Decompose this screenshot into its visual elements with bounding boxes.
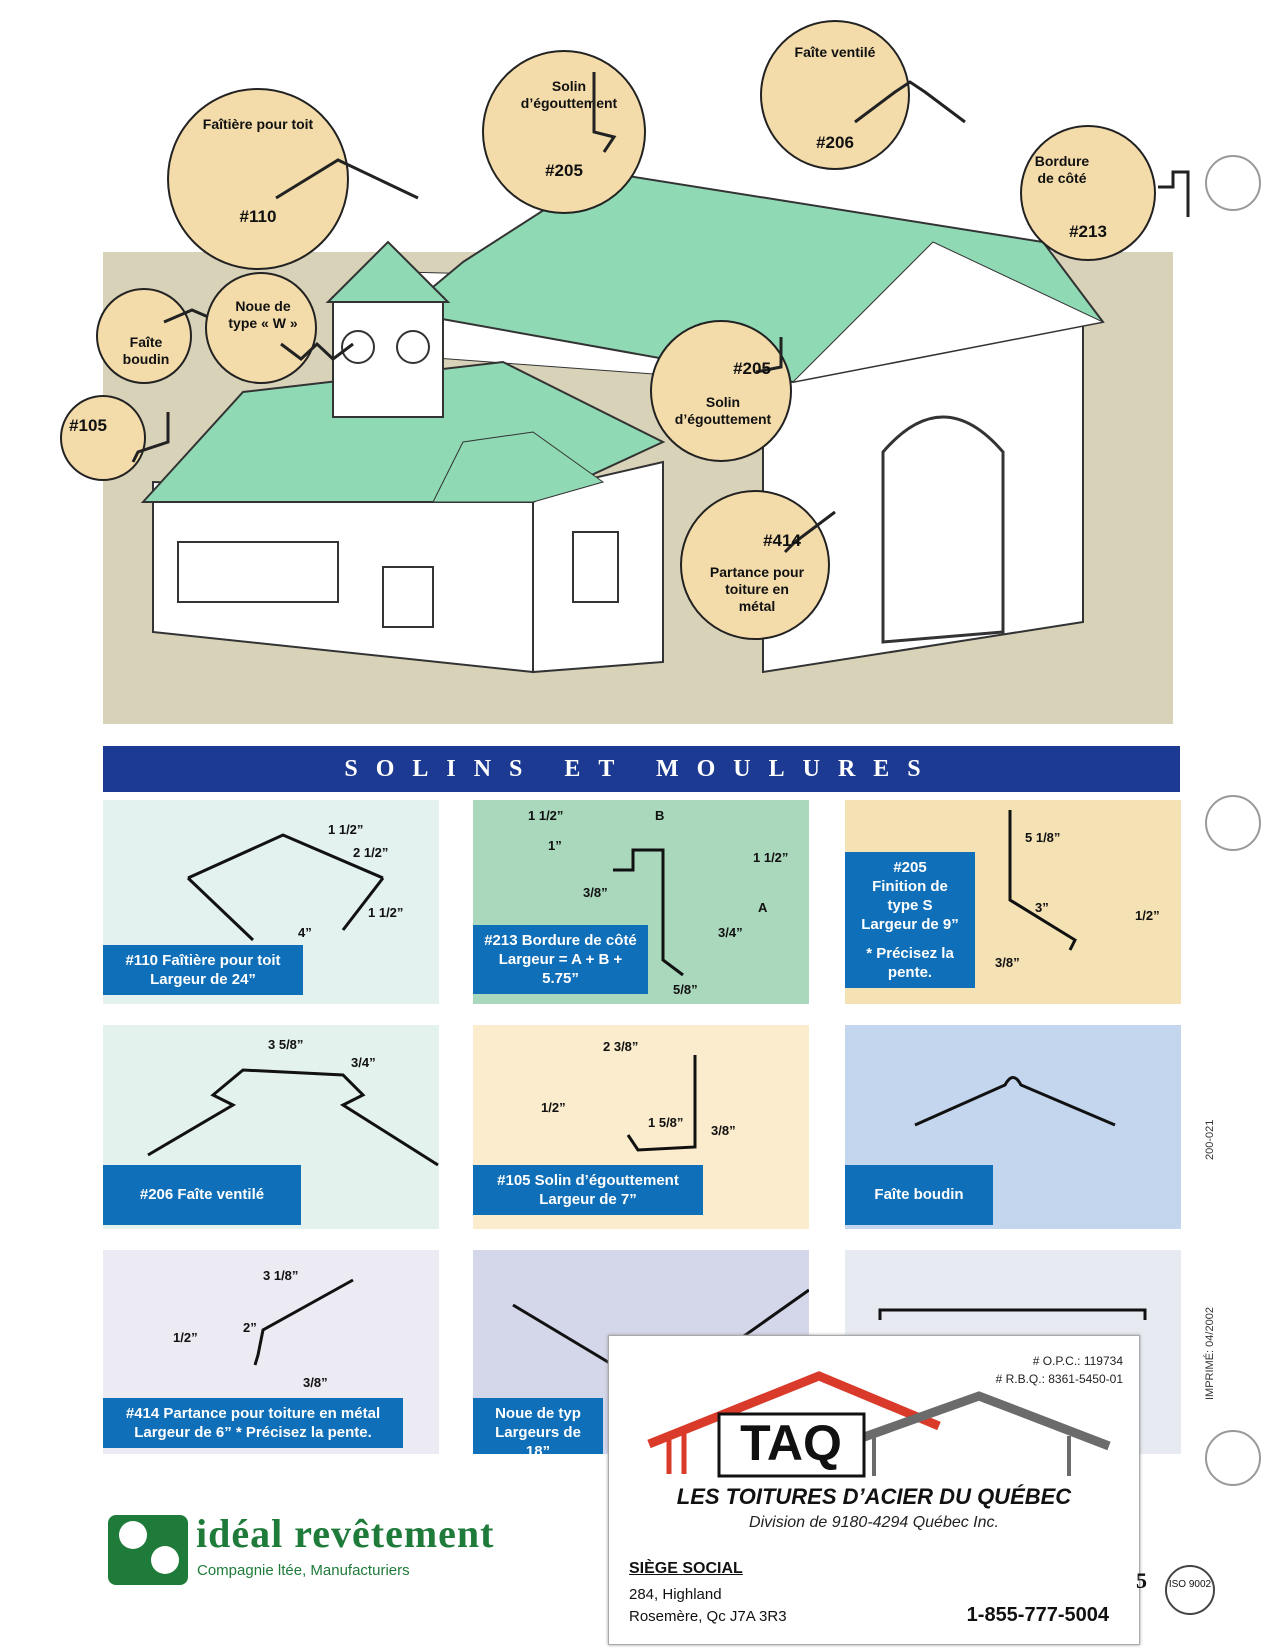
panel-105: 2 3/8” 1/2” 1 5/8” 3/8” #105 Solin d’égo… <box>473 1025 809 1229</box>
binder-hole <box>1205 155 1261 211</box>
callout-205-mid: #205 Solin d’égouttement <box>650 320 792 462</box>
ideal-brand-name: idéal revêtement <box>196 1511 495 1556</box>
vent-ridge-icon <box>854 80 966 124</box>
edge-trim-profile <box>613 848 684 977</box>
side-code-2: IMPRIMÉ: 04/2002 <box>1204 1307 1216 1400</box>
drip-icon <box>131 412 170 463</box>
caption-205: #205 Finition de type S Largeur de 9” * … <box>845 852 975 988</box>
caption-110: #110 Faîtière pour toit Largeur de 24” <box>103 945 303 995</box>
metal-start-profile <box>253 1278 354 1366</box>
taq-roof-logo <box>647 1371 1111 1478</box>
drip-edge-icon <box>592 72 617 153</box>
callout-213: Bordure de côté #213 <box>1020 125 1190 261</box>
drip-edge-profile <box>1008 810 1077 951</box>
ideal-tagline: Compagnie ltée, Manufacturiers <box>197 1562 410 1579</box>
panel-110: 1 1/2” 2 1/2” 1 1/2” 4” #110 Faîtière po… <box>103 800 439 1004</box>
callout-boudin: Faîte boudin <box>96 288 221 384</box>
edge-trim-icon <box>1158 170 1190 217</box>
binder-hole <box>1205 795 1261 851</box>
caption-boudin: Faîte boudin <box>845 1165 993 1225</box>
callout-205-top: Solin d’égouttement #205 <box>482 50 646 214</box>
channel-profile <box>878 1308 1147 1320</box>
panel-206: 3 5/8” 3/4” #206 Faîte ventilé <box>103 1025 439 1229</box>
taq-logo-text: TAQ <box>740 1415 842 1471</box>
caption-206: #206 Faîte ventilé <box>103 1165 301 1225</box>
w-valley-icon <box>280 341 354 361</box>
ridge-icon <box>275 158 419 200</box>
callout-110: Faîtière pour toit #110 <box>167 88 419 270</box>
vent-ridge-profile <box>147 1068 439 1167</box>
drip-profile <box>626 1055 697 1152</box>
ridge-profile <box>186 833 385 942</box>
panel-213: 1 1/2” B 1” 3/8” 1 1/2” A 3/4” 5/8” #213… <box>473 800 809 1004</box>
callout-414: #414 Partance pour toiture en métal <box>680 490 836 640</box>
panel-boudin: Faîte boudin <box>845 1025 1181 1229</box>
drip-edge-icon-2 <box>755 337 783 374</box>
caption-414: #414 Partance pour toiture en métal Larg… <box>103 1398 403 1448</box>
callout-206: Faîte ventilé #206 <box>760 20 966 170</box>
business-card: # O.P.C.: 119734 # R.B.Q.: 8361-5450-01 … <box>608 1335 1140 1645</box>
boudin-profile <box>914 1076 1116 1127</box>
caption-105: #105 Solin d’égouttement Largeur de 7” <box>473 1165 703 1215</box>
binder-hole <box>1205 1430 1261 1486</box>
side-code-1: 200-021 <box>1204 1119 1216 1160</box>
caption-noue: Noue de typ Largeurs de 18” <box>473 1398 603 1454</box>
ideal-logo-mark <box>108 1515 188 1585</box>
panel-414: 3 1/8” 1/2” 2” 3/8” #414 Partance pour t… <box>103 1250 439 1454</box>
panel-205: 5 1/8” 3” 1/2” 3/8” #205 Finition de typ… <box>845 800 1181 1004</box>
iso-seal: ISO 9002 <box>1165 1565 1215 1615</box>
section-banner: SOLINS ET MOULURES <box>103 746 1180 792</box>
page-number: 5 <box>1136 1568 1147 1593</box>
callout-105: #105 <box>60 395 170 481</box>
caption-213: #213 Bordure de côté Largeur = A + B + 5… <box>473 925 648 994</box>
metal-start-icon <box>783 510 836 554</box>
callout-noue-w: Noue de type « W » <box>205 272 354 384</box>
